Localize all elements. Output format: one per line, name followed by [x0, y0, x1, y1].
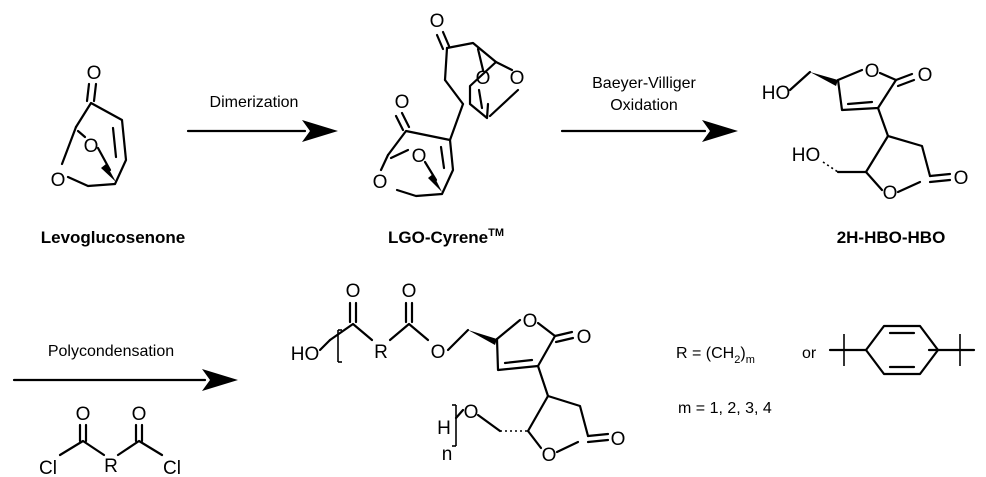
- svg-text:O: O: [76, 404, 91, 425]
- svg-text:HO: HO: [291, 344, 320, 365]
- reaction-label-bv-2: Oxidation: [610, 97, 678, 114]
- svg-text:R: R: [374, 342, 388, 363]
- svg-text:O: O: [464, 402, 479, 423]
- reaction-label-polycondensation: Polycondensation: [48, 343, 174, 360]
- reaction-label-bv-1: Baeyer-Villiger: [592, 75, 696, 92]
- arrow-polycondensation: [12, 369, 238, 391]
- svg-text:HO: HO: [762, 83, 791, 104]
- svg-text:O: O: [412, 146, 427, 167]
- svg-text:O: O: [611, 429, 626, 450]
- structure-diacyl-chloride: O O Cl R Cl: [39, 404, 181, 477]
- structure-lgo-cyrene: O O O O O O: [373, 11, 525, 198]
- legend-m-values: m = 1, 2, 3, 4: [678, 400, 772, 417]
- svg-text:O: O: [510, 68, 525, 89]
- svg-text:O: O: [476, 68, 491, 89]
- compound-label-levoglucosenone: Levoglucosenone: [41, 228, 186, 247]
- svg-text:O: O: [51, 170, 66, 191]
- svg-text:O: O: [577, 327, 592, 348]
- svg-text:O: O: [430, 11, 445, 32]
- svg-text:O: O: [87, 63, 102, 84]
- svg-text:O: O: [523, 311, 538, 332]
- svg-text:n: n: [442, 444, 453, 465]
- structure-levoglucosenone: O O O: [51, 63, 128, 191]
- structure-phenylene: [828, 324, 976, 376]
- svg-text:or: or: [802, 345, 817, 362]
- reaction-label-dimerization: Dimerization: [210, 94, 299, 111]
- svg-text:O: O: [373, 172, 388, 193]
- svg-text:Cl: Cl: [39, 458, 57, 477]
- svg-text:Cl: Cl: [163, 458, 181, 477]
- svg-text:O: O: [918, 65, 933, 86]
- svg-text:O: O: [132, 404, 147, 425]
- compound-label-2h-hbo-hbo: 2H-HBO-HBO: [837, 228, 946, 247]
- svg-text:O: O: [954, 168, 969, 189]
- svg-text:H: H: [437, 418, 451, 439]
- structure-2h-hbo-hbo: HO O O O O HO: [762, 61, 969, 204]
- svg-text:O: O: [346, 281, 361, 302]
- svg-text:O: O: [84, 136, 99, 157]
- svg-text:O: O: [865, 61, 880, 82]
- svg-text:O: O: [402, 281, 417, 302]
- svg-text:O: O: [542, 445, 557, 466]
- arrow-baeyer-villiger: [560, 120, 738, 142]
- svg-text:R = (CH2)m: R = (CH2)m: [676, 345, 755, 366]
- legend-r-definition: R = (CH2)m or: [676, 345, 817, 366]
- structure-polyester: HO O R O O O O O O O: [291, 281, 626, 466]
- svg-text:O: O: [395, 92, 410, 113]
- arrow-dimerization: [186, 120, 338, 142]
- compound-label-lgo-cyrene: LGO-CyreneTM: [388, 227, 504, 247]
- svg-text:HO: HO: [792, 145, 821, 166]
- svg-text:R: R: [104, 456, 118, 477]
- svg-text:O: O: [431, 342, 446, 363]
- svg-text:O: O: [883, 183, 898, 204]
